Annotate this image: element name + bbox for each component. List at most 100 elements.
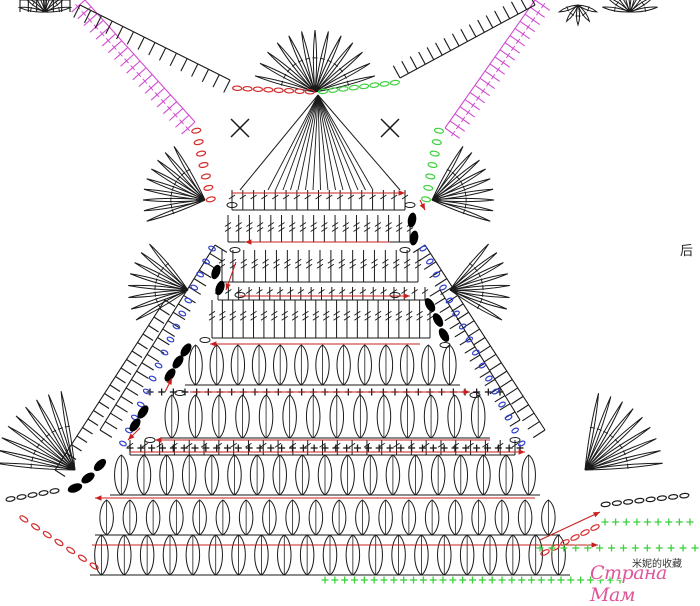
stitch-mark [510, 420, 520, 426]
body-row-4 [215, 287, 428, 300]
leaf-bar [637, 0, 641, 1]
chain-stitch [42, 530, 52, 539]
stitch-bar [516, 39, 519, 44]
chain-stitch [423, 185, 433, 191]
body-row-9 [110, 455, 540, 495]
chain-stitch [370, 82, 379, 87]
stitch-mark [495, 371, 507, 379]
center-fan-lines [240, 95, 400, 190]
side-chain-blue-right [419, 245, 525, 447]
stitch-bar [466, 110, 469, 115]
stitch-mark [450, 121, 465, 131]
stitch-mark [511, 2, 518, 14]
chain-stitch [680, 493, 689, 498]
arrow-head [464, 389, 470, 394]
stitch-mark [530, 7, 545, 17]
direction-arrow-4 [210, 341, 420, 346]
chain-stitch [233, 86, 242, 91]
chain-stitch [145, 438, 155, 443]
stitch-mark [468, 329, 480, 337]
chain-stitch [505, 414, 513, 421]
stitch-mark [410, 57, 417, 69]
stitch-mark [55, 470, 65, 477]
stitch-mark [520, 21, 535, 31]
chain-stitch [253, 87, 262, 92]
neck-fan-right [602, 0, 657, 12]
body-row-5 [209, 300, 433, 338]
stitch-mark [528, 422, 540, 430]
stitch-mark [515, 28, 530, 38]
leaf-bar [456, 176, 459, 180]
chain-stitch [191, 128, 201, 134]
chain-stitch [580, 529, 590, 537]
stitch-bar [536, 10, 539, 15]
chain-stitch [274, 88, 283, 93]
chain-stitch [511, 427, 519, 434]
stitch-mark [486, 15, 493, 27]
arrow-head [404, 293, 410, 298]
stitch-mark [143, 334, 153, 341]
chain-stitch [432, 139, 442, 145]
stitch-mark [490, 363, 502, 371]
stitch-mark [533, 430, 545, 438]
stitch-mark [430, 290, 440, 296]
stitch-bar [501, 60, 504, 65]
fan-edge [240, 95, 318, 190]
chain-stitch [54, 538, 64, 547]
chain-stitch [175, 391, 185, 396]
stitch-mark [402, 61, 409, 73]
stitch-mark [495, 396, 505, 402]
neck-fan-center [255, 30, 375, 92]
chain-stitch [194, 139, 204, 145]
leaf-bar [155, 292, 156, 297]
stitch-mark [194, 279, 206, 286]
chain-stitch [339, 86, 348, 91]
chain-stitch [478, 362, 486, 369]
chain-stitch [518, 440, 526, 447]
shell-leaf [585, 417, 643, 470]
strap-right-pink [445, 0, 550, 138]
stitch-mark [189, 287, 201, 294]
chain-stitch [39, 490, 49, 496]
direction-arrow-2 [245, 239, 390, 244]
chain-stitch [201, 173, 211, 179]
stitch-mark [142, 363, 154, 370]
chain-stitch [390, 80, 399, 85]
stitch-mark [452, 34, 459, 46]
stitch-mark [215, 245, 227, 252]
leaf-bar [181, 172, 185, 175]
fan-line [298, 95, 318, 190]
chain-stitch [540, 549, 550, 557]
body-row-6 [185, 345, 460, 385]
stitch-bar [471, 103, 474, 108]
chain-stitch [400, 248, 410, 253]
stitch-mark [224, 80, 230, 93]
stitch-mark [210, 253, 222, 260]
chain-stitch [635, 498, 644, 503]
stitch-mark [149, 43, 155, 56]
chain-stitch [166, 336, 174, 343]
site-watermark: Страна Мам [590, 562, 700, 606]
side-fan-left-lower [0, 391, 75, 470]
stitch-mark [475, 85, 490, 95]
chain-stitch [203, 185, 213, 191]
neck-fan-right-top [559, 5, 597, 25]
stitch-mark [181, 59, 187, 72]
chain-stitch [472, 349, 480, 356]
chain-stitch [200, 338, 210, 343]
arrow-head [245, 239, 251, 244]
stitch-mark [511, 396, 523, 404]
stitch-mark [503, 6, 510, 18]
stitch-mark [505, 43, 520, 53]
stitch-mark [83, 428, 93, 435]
side-fan-right-lower [585, 393, 663, 470]
crochet-chart [0, 0, 700, 586]
body-row-10 [95, 500, 560, 535]
chain-stitch [570, 534, 580, 542]
chain-stitch [190, 284, 198, 291]
side-fan-left-mid [128, 244, 188, 320]
body-edge-left [100, 245, 227, 437]
chain-stitch [199, 162, 209, 168]
chain-stitch [419, 245, 427, 252]
chain-stitch [329, 87, 338, 92]
